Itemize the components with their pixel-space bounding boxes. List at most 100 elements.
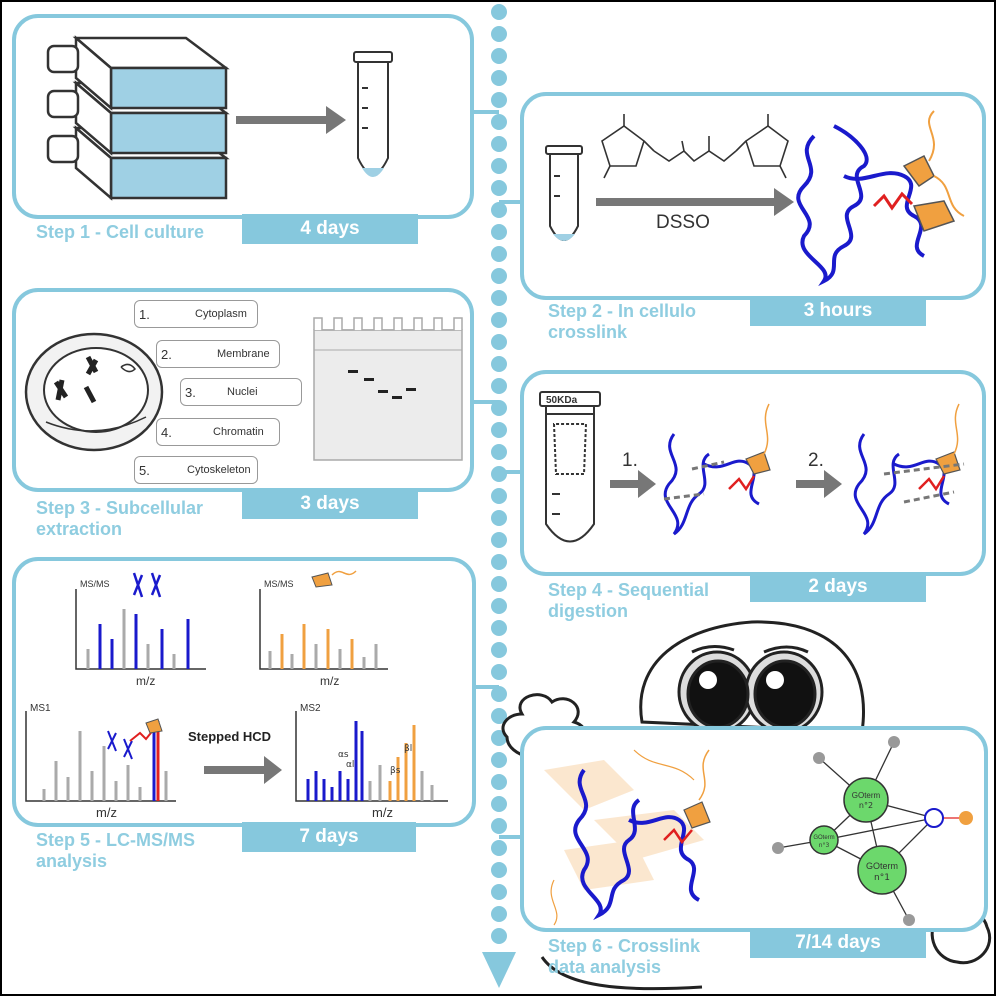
step5-title-line1: Step 5 - LC-MS/MS [36, 830, 196, 850]
go-node-2 [843, 777, 889, 823]
step1-panel [12, 14, 474, 219]
timeline-dot [491, 180, 507, 196]
digested-protein-icon [663, 403, 771, 536]
go-node-3-line2: n°3 [819, 842, 830, 849]
axis-mz-b: m/z [320, 674, 339, 688]
timeline-dot [491, 620, 507, 636]
timeline-dot [491, 576, 507, 592]
timeline-dot [491, 488, 507, 504]
fraction-name: Membrane [217, 348, 270, 360]
cell-icon [24, 332, 164, 452]
step5-illustration: MS/MS MS/MS m/z m/z MS1 MS2 m/z m/z Step… [25, 570, 448, 820]
timeline-dot [491, 26, 507, 42]
step3-duration: 3 days [242, 489, 418, 519]
timeline-dot [491, 686, 507, 702]
arrow-right-icon [796, 470, 842, 498]
dsso-structure-icon [601, 114, 789, 179]
fraction-number: 5. [139, 463, 150, 478]
timeline-dot [491, 246, 507, 262]
fraction-number: 3. [185, 385, 196, 400]
fraction-box-2: 2. Membrane [156, 340, 280, 368]
arrow-right-icon [204, 756, 282, 784]
step5-title-line2: analysis [36, 851, 108, 871]
go-network: GOterm n°2 GOterm n°3 GOterm n°1 [772, 736, 973, 926]
fraction-box-1: 1. Cytoplasm [134, 300, 258, 328]
timeline-connectors [474, 110, 522, 839]
timeline-dot [491, 224, 507, 240]
timeline-dot [491, 48, 507, 64]
step6-duration: 7/14 days [750, 928, 926, 958]
timeline-dot [491, 796, 507, 812]
stage-2-label: 2. [808, 450, 824, 471]
ion-beta-s: βs [390, 766, 401, 776]
step4-title-line1: Step 4 - Sequential [548, 580, 710, 600]
gel-image [313, 317, 463, 461]
step4-panel: 50KDa 1. 2. [520, 370, 986, 576]
crosslinked-proteins-icon [796, 110, 965, 287]
timeline-dot [491, 334, 507, 350]
go-node-3 [809, 825, 839, 855]
ion-beta-l: βl [404, 744, 412, 754]
ion-alpha-l: αl [346, 760, 354, 770]
step3-title-line1: Step 3 - Subcellular [36, 498, 204, 518]
protein-node [924, 808, 944, 828]
timeline-dot [491, 884, 507, 900]
timeline-arrowhead [482, 952, 516, 988]
network-node [772, 842, 784, 854]
ms2-label: MS2 [300, 703, 321, 714]
go-node-1 [857, 845, 907, 895]
digested-protein-icon [853, 403, 965, 536]
step4-duration: 2 days [750, 572, 926, 602]
network-node [813, 752, 825, 764]
timeline-dot [491, 510, 507, 526]
timeline-dot [491, 136, 507, 152]
peptide-icon [107, 570, 357, 760]
step5-panel: MS/MS MS/MS m/z m/z MS1 MS2 m/z m/z Step… [12, 557, 476, 827]
step2-title-line2: crosslink [548, 322, 628, 342]
fraction-name: Cytoplasm [195, 308, 247, 320]
fraction-box-5: 5. Cytoskeleton [134, 456, 258, 484]
tube-icon [353, 51, 393, 177]
step6-illustration: GOterm n°2 GOterm n°3 GOterm n°1 [544, 736, 973, 926]
filter-label: 50KDa [546, 395, 578, 406]
step5-duration: 7 days [242, 822, 416, 852]
go-node-3-line1: GOterm [813, 835, 834, 841]
step6-title-line1: Step 6 - Crosslink [548, 936, 701, 956]
fraction-number: 4. [161, 425, 172, 440]
timeline-dot [491, 158, 507, 174]
timeline-dot [491, 378, 507, 394]
timeline-dot [491, 840, 507, 856]
arrow-right-icon [596, 188, 794, 216]
timeline-dot [491, 356, 507, 372]
timeline-dot [491, 818, 507, 834]
timeline-dot [491, 532, 507, 548]
timeline-dots [491, 4, 507, 944]
flask-stack-icon [46, 35, 230, 201]
timeline-dot [491, 114, 507, 130]
fraction-name: Chromatin [213, 426, 264, 438]
ms1-label: MS1 [30, 703, 51, 714]
timeline-dot [491, 642, 507, 658]
timeline-dot [491, 752, 507, 768]
timeline-dot [491, 928, 507, 944]
step2-illustration: DSSO [545, 110, 965, 287]
timeline-dot [491, 862, 507, 878]
fraction-name: Nuclei [227, 386, 258, 398]
tube-icon [545, 145, 583, 241]
timeline-dot [491, 664, 507, 680]
step1-title: Step 1 - Cell culture [36, 222, 205, 242]
reagent-label: DSSO [656, 212, 710, 233]
step2-duration: 3 hours [750, 296, 926, 326]
step6-title-line2: data analysis [548, 957, 662, 977]
timeline-dot [491, 92, 507, 108]
timeline-dot [491, 708, 507, 724]
step3-illustration [24, 317, 463, 461]
timeline-dot [491, 4, 507, 20]
timeline-dot [491, 312, 507, 328]
step3-panel: 1. Cytoplasm 2. Membrane 3. Nuclei 4. Ch… [12, 288, 474, 492]
arrow-right-icon [236, 106, 346, 134]
go-node-2-line1: GOterm [852, 791, 881, 800]
protein-cluster-icon [544, 749, 711, 926]
step4-illustration: 50KDa 1. 2. [539, 391, 965, 543]
step1-illustration [46, 35, 393, 201]
